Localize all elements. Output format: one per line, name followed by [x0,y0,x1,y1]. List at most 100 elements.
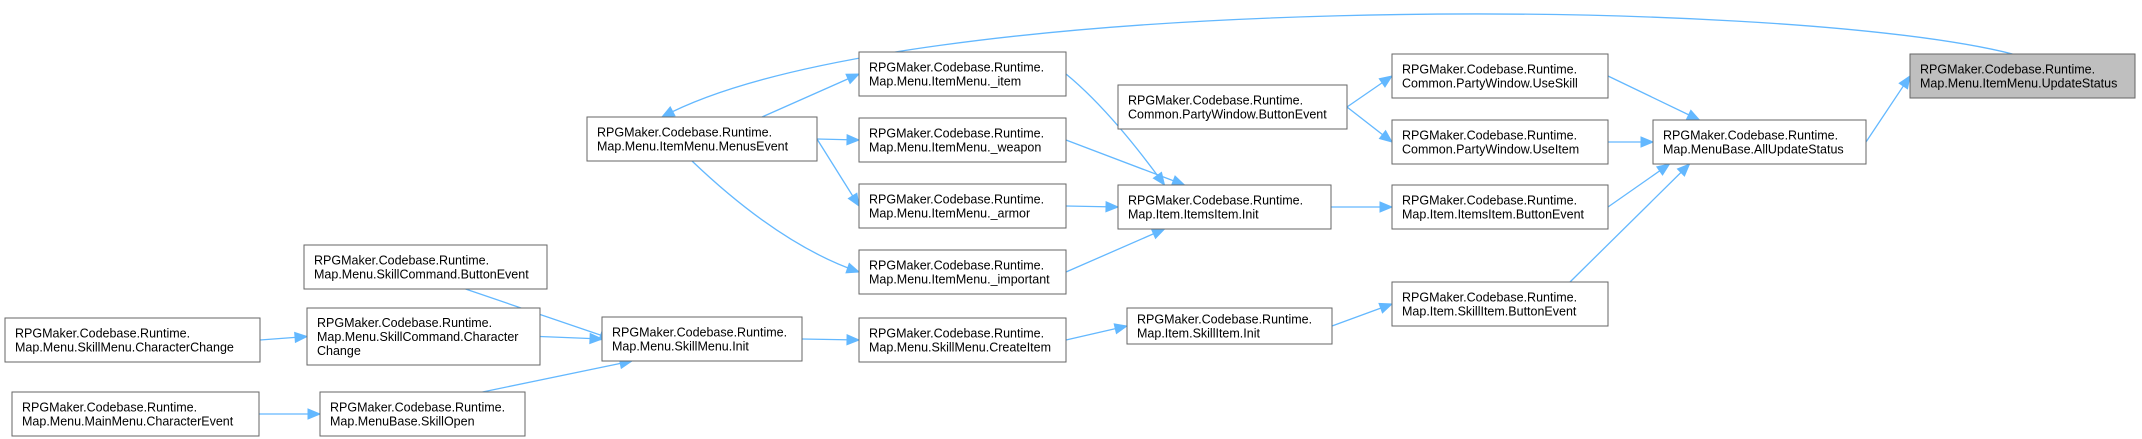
node-mmchar[interactable]: RPGMaker.Codebase.Runtime.Map.Menu.MainM… [11,391,260,437]
node-label-line: Common.PartyWindow.UseSkill [1402,77,1578,91]
node-label-line: Map.MenuBase.SkillOpen [330,415,475,429]
node-box [858,117,1067,163]
node-box [858,183,1067,229]
nodes-layer: RPGMaker.Codebase.Runtime.Map.Menu.ItemM… [4,51,2136,437]
node-label-line: RPGMaker.Codebase.Runtime. [1402,291,1577,305]
node-armor[interactable]: RPGMaker.Codebase.Runtime.Map.Menu.ItemM… [858,183,1067,229]
edge-n_armor-to-n_itemsinit [1065,201,1120,213]
node-box [1126,307,1333,345]
node-menusevent[interactable]: RPGMaker.Codebase.Runtime.Map.Menu.ItemM… [586,116,818,162]
edge-n_menusevent-to-n_weapon [816,133,861,146]
node-box [303,244,548,290]
node-skillopen[interactable]: RPGMaker.Codebase.Runtime.Map.MenuBase.S… [319,391,526,437]
edge-line [1607,163,1670,208]
edge-line [482,360,633,393]
node-label-line: Map.Menu.SkillCommand.ButtonEvent [314,268,529,282]
edge-n_mmchar-to-n_skillopen [259,408,322,420]
arrowhead [1676,163,1691,177]
node-label-line: RPGMaker.Codebase.Runtime. [869,61,1044,75]
node-box [1391,184,1609,230]
node-box [1391,53,1609,99]
arrowhead [294,331,309,344]
node-box [11,391,260,437]
edge-n_smchar-to-n_scchar [259,331,309,344]
node-label-line: RPGMaker.Codebase.Runtime. [869,327,1044,341]
node-label-line: RPGMaker.Codebase.Runtime. [1920,63,2095,77]
node-label-line: Common.PartyWindow.ButtonEvent [1128,108,1327,122]
node-label-line: Map.Menu.SkillMenu.CreateItem [869,341,1051,355]
edge-line [661,13,2013,118]
edge-line [1065,139,1185,186]
node-box [586,116,818,162]
node-label-line: RPGMaker.Codebase.Runtime. [314,254,489,268]
edge-n_useskill-to-n_allupdate [1607,75,1701,121]
arrowhead [845,73,861,85]
node-allupdate[interactable]: RPGMaker.Codebase.Runtime.Map.MenuBase.A… [1652,119,1867,165]
edge-line [691,160,860,273]
edge-n_menusevent-to-n_item [761,73,861,118]
node-important[interactable]: RPGMaker.Codebase.Runtime.Map.Menu.ItemM… [858,249,1067,295]
arrowhead [1898,74,1911,90]
node-itemsbtn[interactable]: RPGMaker.Codebase.Runtime.Map.Item.Items… [1391,184,1609,230]
node-box [1391,119,1609,165]
arrowhead [1113,323,1129,335]
node-label-line: Map.Menu.ItemMenu.UpdateStatus [1920,77,2117,91]
arrowhead [1655,163,1671,176]
node-label-line: RPGMaker.Codebase.Runtime. [869,193,1044,207]
edge-line [1065,73,1166,186]
node-useitem[interactable]: RPGMaker.Codebase.Runtime.Common.PartyWi… [1391,119,1609,165]
node-label-line: Map.Menu.ItemMenu._item [869,75,1021,89]
arrowhead [660,106,676,118]
arrowhead [1150,228,1166,240]
arrowhead [1105,201,1120,213]
node-weapon[interactable]: RPGMaker.Codebase.Runtime.Map.Menu.ItemM… [858,117,1067,163]
edge-n_menusevent-to-n_armor [816,138,860,208]
edge-n_scchar-to-n_skillmenuinit [539,332,604,345]
edge-n_useitem-to-n_allupdate [1608,136,1655,148]
node-box [858,317,1067,363]
edge-n_createitem-to-n_skillinit [1065,323,1129,341]
node-label-line: Map.Menu.SkillCommand.Character [317,330,518,344]
node-label-line: Map.Menu.ItemMenu._important [869,273,1050,287]
node-label-line: RPGMaker.Codebase.Runtime. [597,126,772,140]
node-useskill[interactable]: RPGMaker.Codebase.Runtime.Common.PartyWi… [1391,53,1609,99]
edge-n_allupdate-to-n_update [1865,74,1911,143]
arrowhead [845,262,861,274]
edges-layer [259,13,2013,420]
node-label-line: Map.Menu.ItemMenu._armor [869,207,1030,221]
arrowhead [589,332,604,345]
node-scbtn[interactable]: RPGMaker.Codebase.Runtime.Map.Menu.Skill… [303,244,548,290]
node-label-line: Map.Menu.SkillMenu.Init [612,340,749,354]
edge-n_itemsinit-to-n_itemsbtn [1331,201,1394,213]
node-itemsinit[interactable]: RPGMaker.Codebase.Runtime.Map.Item.Items… [1117,184,1332,230]
node-skillbtn[interactable]: RPGMaker.Codebase.Runtime.Map.Item.Skill… [1391,281,1609,327]
arrowhead [1378,302,1394,314]
node-createitem[interactable]: RPGMaker.Codebase.Runtime.Map.Menu.Skill… [858,317,1067,363]
node-label-line: RPGMaker.Codebase.Runtime. [330,401,505,415]
edge-n_partybtn-to-n_useitem [1346,106,1394,143]
node-label-line: RPGMaker.Codebase.Runtime. [1128,94,1303,108]
edge-n_itemsbtn-to-n_allupdate [1607,163,1671,208]
node-box [858,51,1067,97]
node-scchar[interactable]: RPGMaker.Codebase.Runtime.Map.Menu.Skill… [306,307,541,366]
edge-n_important-to-n_itemsinit [1065,228,1166,273]
node-update[interactable]: RPGMaker.Codebase.Runtime.Map.Menu.ItemM… [1909,53,2136,99]
node-label-line: Map.Menu.ItemMenu.MenusEvent [597,140,789,154]
node-box [306,307,541,366]
edge-line [1607,75,1700,121]
edge-n_weapon-to-n_itemsinit [1065,139,1186,186]
node-box [1652,119,1867,165]
node-box [319,391,526,437]
node-label-line: RPGMaker.Codebase.Runtime. [612,326,787,340]
node-smchar[interactable]: RPGMaker.Codebase.Runtime.Map.Menu.Skill… [4,317,261,363]
node-skillinit[interactable]: RPGMaker.Codebase.Runtime.Map.Item.Skill… [1126,307,1333,345]
node-label-line: Change [317,344,361,358]
node-partybtn[interactable]: RPGMaker.Codebase.Runtime.Common.PartyWi… [1117,84,1348,130]
edge-n_skillmenuinit-to-n_createitem [801,334,861,346]
node-item[interactable]: RPGMaker.Codebase.Runtime.Map.Menu.ItemM… [858,51,1067,97]
node-label-line: Map.Menu.ItemMenu._weapon [869,141,1041,155]
node-skillmenuinit[interactable]: RPGMaker.Codebase.Runtime.Map.Menu.Skill… [601,316,803,362]
node-label-line: Map.Item.SkillItem.ButtonEvent [1402,305,1577,319]
node-label-line: RPGMaker.Codebase.Runtime. [1128,194,1303,208]
